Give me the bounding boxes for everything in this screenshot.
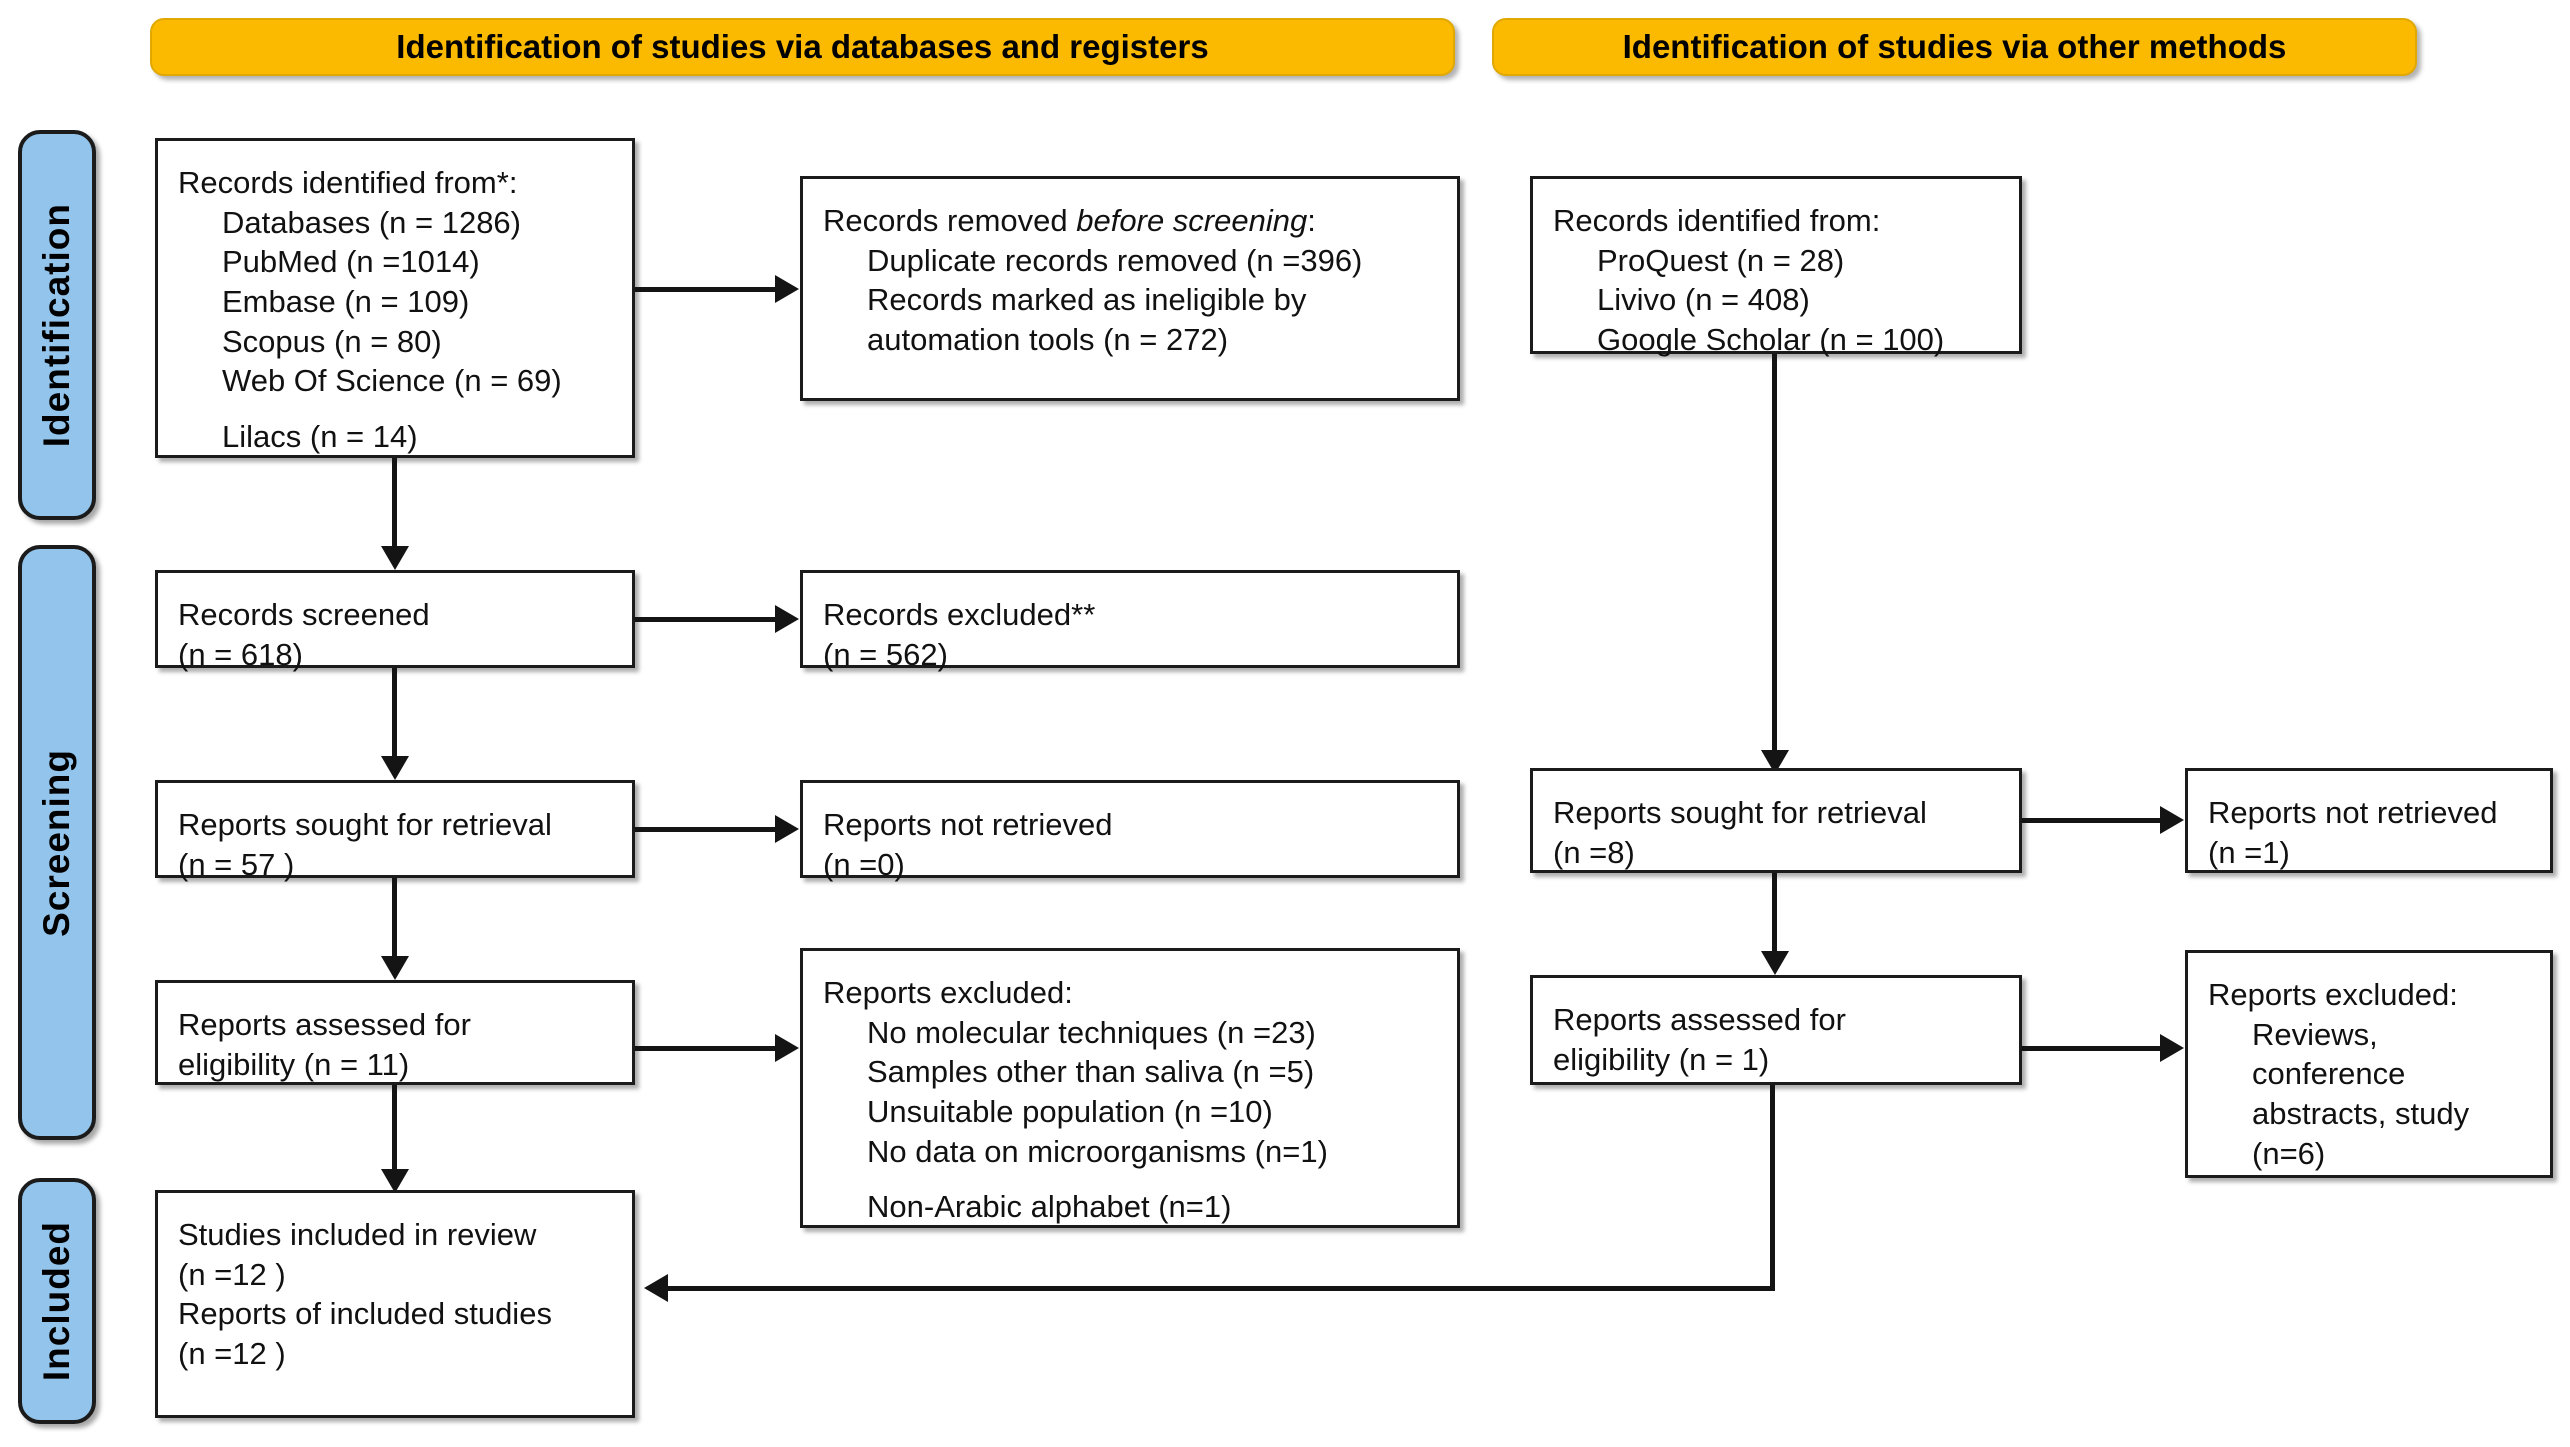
box-line: Reports sought for retrieval bbox=[1553, 795, 1927, 830]
connector-assessed-to-excluded-left bbox=[635, 1046, 777, 1051]
arrowhead-down-icon bbox=[381, 1169, 409, 1193]
connector-assessed-right-to-included bbox=[668, 1286, 1775, 1291]
arrowhead-down-icon bbox=[1761, 951, 1789, 975]
phase-bar-included: Included bbox=[18, 1178, 96, 1424]
connector-assessed-right-down bbox=[1770, 1085, 1775, 1291]
phase-label: Identification bbox=[36, 202, 77, 448]
box-reports-not-retrieved-right: Reports not retrieved (n =1) bbox=[2185, 768, 2553, 873]
arrowhead-right-icon bbox=[775, 815, 799, 843]
box-title: Records identified from*: bbox=[178, 165, 518, 200]
arrowhead-right-icon bbox=[775, 275, 799, 303]
connector-sought-to-assessed-right bbox=[1772, 873, 1777, 955]
box-line: Studies included in review bbox=[178, 1217, 537, 1252]
box-line: (n =0) bbox=[823, 846, 905, 882]
box-item: conference bbox=[2252, 1056, 2406, 1092]
box-line: eligibility (n = 11) bbox=[178, 1046, 410, 1082]
box-line: (n = 618) bbox=[178, 636, 303, 672]
box-line: (n =1) bbox=[2208, 834, 2290, 870]
box-line: Reports of included studies bbox=[178, 1296, 552, 1332]
box-item: PubMed (n =1014) bbox=[222, 244, 480, 280]
arrowhead-down-icon bbox=[381, 956, 409, 980]
box-item: No molecular techniques (n =23) bbox=[867, 1014, 1316, 1050]
box-item: automation tools (n = 272) bbox=[867, 322, 1229, 358]
arrowhead-right-icon bbox=[775, 605, 799, 633]
connector-sought-to-assessed-left bbox=[392, 878, 397, 960]
connector-screened-to-excluded bbox=[635, 617, 777, 622]
arrowhead-right-icon bbox=[2160, 1034, 2184, 1062]
box-item: Google Scholar (n = 100) bbox=[1597, 322, 1945, 358]
connector-assessed-to-included bbox=[392, 1085, 397, 1173]
box-item: Lilacs (n = 14) bbox=[222, 419, 418, 455]
box-studies-included: Studies included in review (n =12 ) Repo… bbox=[155, 1190, 635, 1418]
phase-bar-screening: Screening bbox=[18, 545, 96, 1140]
box-item: Non-Arabic alphabet (n=1) bbox=[867, 1189, 1232, 1225]
arrowhead-right-icon bbox=[775, 1034, 799, 1062]
box-title: Records identified from: bbox=[1553, 203, 1881, 238]
box-item: Embase (n = 109) bbox=[222, 284, 470, 320]
box-item: Scopus (n = 80) bbox=[222, 323, 442, 359]
box-line: (n =8) bbox=[1553, 834, 1635, 870]
box-title: Reports excluded: bbox=[2208, 977, 2458, 1012]
phase-bar-identification: Identification bbox=[18, 130, 96, 520]
banner-label: Identification of studies via other meth… bbox=[1622, 28, 2287, 65]
phase-label: Included bbox=[36, 1220, 77, 1382]
box-item: Records marked as ineligible by bbox=[867, 282, 1307, 318]
connector-sought-to-notretrieved-left bbox=[635, 827, 777, 832]
box-item: abstracts, study bbox=[2252, 1096, 2470, 1132]
box-item: Duplicate records removed (n =396) bbox=[867, 242, 1363, 278]
box-line: Reports not retrieved bbox=[2208, 795, 2498, 830]
arrowhead-left-icon bbox=[644, 1274, 668, 1302]
box-line: Reports not retrieved bbox=[823, 807, 1113, 842]
box-item: Reviews, bbox=[2252, 1016, 2378, 1052]
box-line: (n =12 ) bbox=[178, 1256, 286, 1292]
box-line: (n = 562) bbox=[823, 636, 948, 672]
box-records-identified-other: Records identified from: ProQuest (n = 2… bbox=[1530, 176, 2022, 357]
box-line: Records excluded** bbox=[823, 597, 1096, 632]
box-line: Reports sought for retrieval bbox=[178, 807, 552, 842]
box-title: Records removed before screening: bbox=[823, 201, 1441, 241]
connector-identifiedother-to-sought-right bbox=[1772, 354, 1777, 754]
box-title: Reports excluded: bbox=[823, 975, 1073, 1010]
box-line: Reports assessed for bbox=[1553, 1002, 1846, 1037]
arrowhead-down-icon bbox=[381, 756, 409, 780]
box-records-removed: Records removed before screening: Duplic… bbox=[800, 176, 1460, 401]
box-item: (n=6) bbox=[2252, 1135, 2326, 1171]
box-records-identified: Records identified from*: Databases (n =… bbox=[155, 138, 635, 458]
box-reports-assessed-right: Reports assessed for eligibility (n = 1) bbox=[1530, 975, 2022, 1085]
box-item: Databases (n = 1286) bbox=[222, 204, 521, 240]
arrowhead-down-icon bbox=[381, 546, 409, 570]
box-reports-assessed-left: Reports assessed for eligibility (n = 11… bbox=[155, 980, 635, 1085]
box-line: Reports assessed for bbox=[178, 1007, 471, 1042]
box-item: Web Of Science (n = 69) bbox=[222, 363, 562, 399]
box-title-italic: before screening bbox=[1076, 203, 1308, 238]
connector-screened-to-sought bbox=[392, 668, 397, 760]
box-records-excluded: Records excluded** (n = 562) bbox=[800, 570, 1460, 672]
box-line: eligibility (n = 1) bbox=[1553, 1041, 1770, 1077]
box-item: ProQuest (n = 28) bbox=[1597, 242, 1845, 278]
box-reports-sought-right: Reports sought for retrieval (n =8) bbox=[1530, 768, 2022, 873]
box-line: Records screened bbox=[178, 597, 430, 632]
box-title-tail: : bbox=[1307, 203, 1316, 238]
box-line: (n =12 ) bbox=[178, 1336, 286, 1372]
banner-label: Identification of studies via databases … bbox=[396, 28, 1209, 65]
connector-sought-to-notretrieved-right bbox=[2022, 818, 2162, 823]
box-reports-not-retrieved-left: Reports not retrieved (n =0) bbox=[800, 780, 1460, 882]
box-item: Samples other than saliva (n =5) bbox=[867, 1054, 1315, 1090]
phase-label: Screening bbox=[36, 748, 77, 937]
box-item: No data on microorganisms (n=1) bbox=[867, 1133, 1328, 1169]
arrowhead-right-icon bbox=[2160, 806, 2184, 834]
box-reports-excluded-left: Reports excluded: No molecular technique… bbox=[800, 948, 1460, 1228]
box-reports-sought-left: Reports sought for retrieval (n = 57 ) bbox=[155, 780, 635, 882]
banner-other-methods: Identification of studies via other meth… bbox=[1492, 18, 2417, 76]
connector-identified-to-removed bbox=[635, 287, 777, 292]
box-records-screened: Records screened (n = 618) bbox=[155, 570, 635, 672]
box-item: Unsuitable population (n =10) bbox=[867, 1094, 1273, 1130]
box-reports-excluded-right: Reports excluded: Reviews, conference ab… bbox=[2185, 950, 2553, 1178]
connector-assessed-to-excluded-right bbox=[2022, 1046, 2162, 1051]
banner-databases-registers: Identification of studies via databases … bbox=[150, 18, 1455, 76]
connector-identified-to-screened bbox=[392, 458, 397, 550]
box-item: Livivo (n = 408) bbox=[1597, 282, 1810, 318]
box-line: (n = 57 ) bbox=[178, 846, 295, 882]
box-title-plain: Records removed bbox=[823, 203, 1077, 238]
